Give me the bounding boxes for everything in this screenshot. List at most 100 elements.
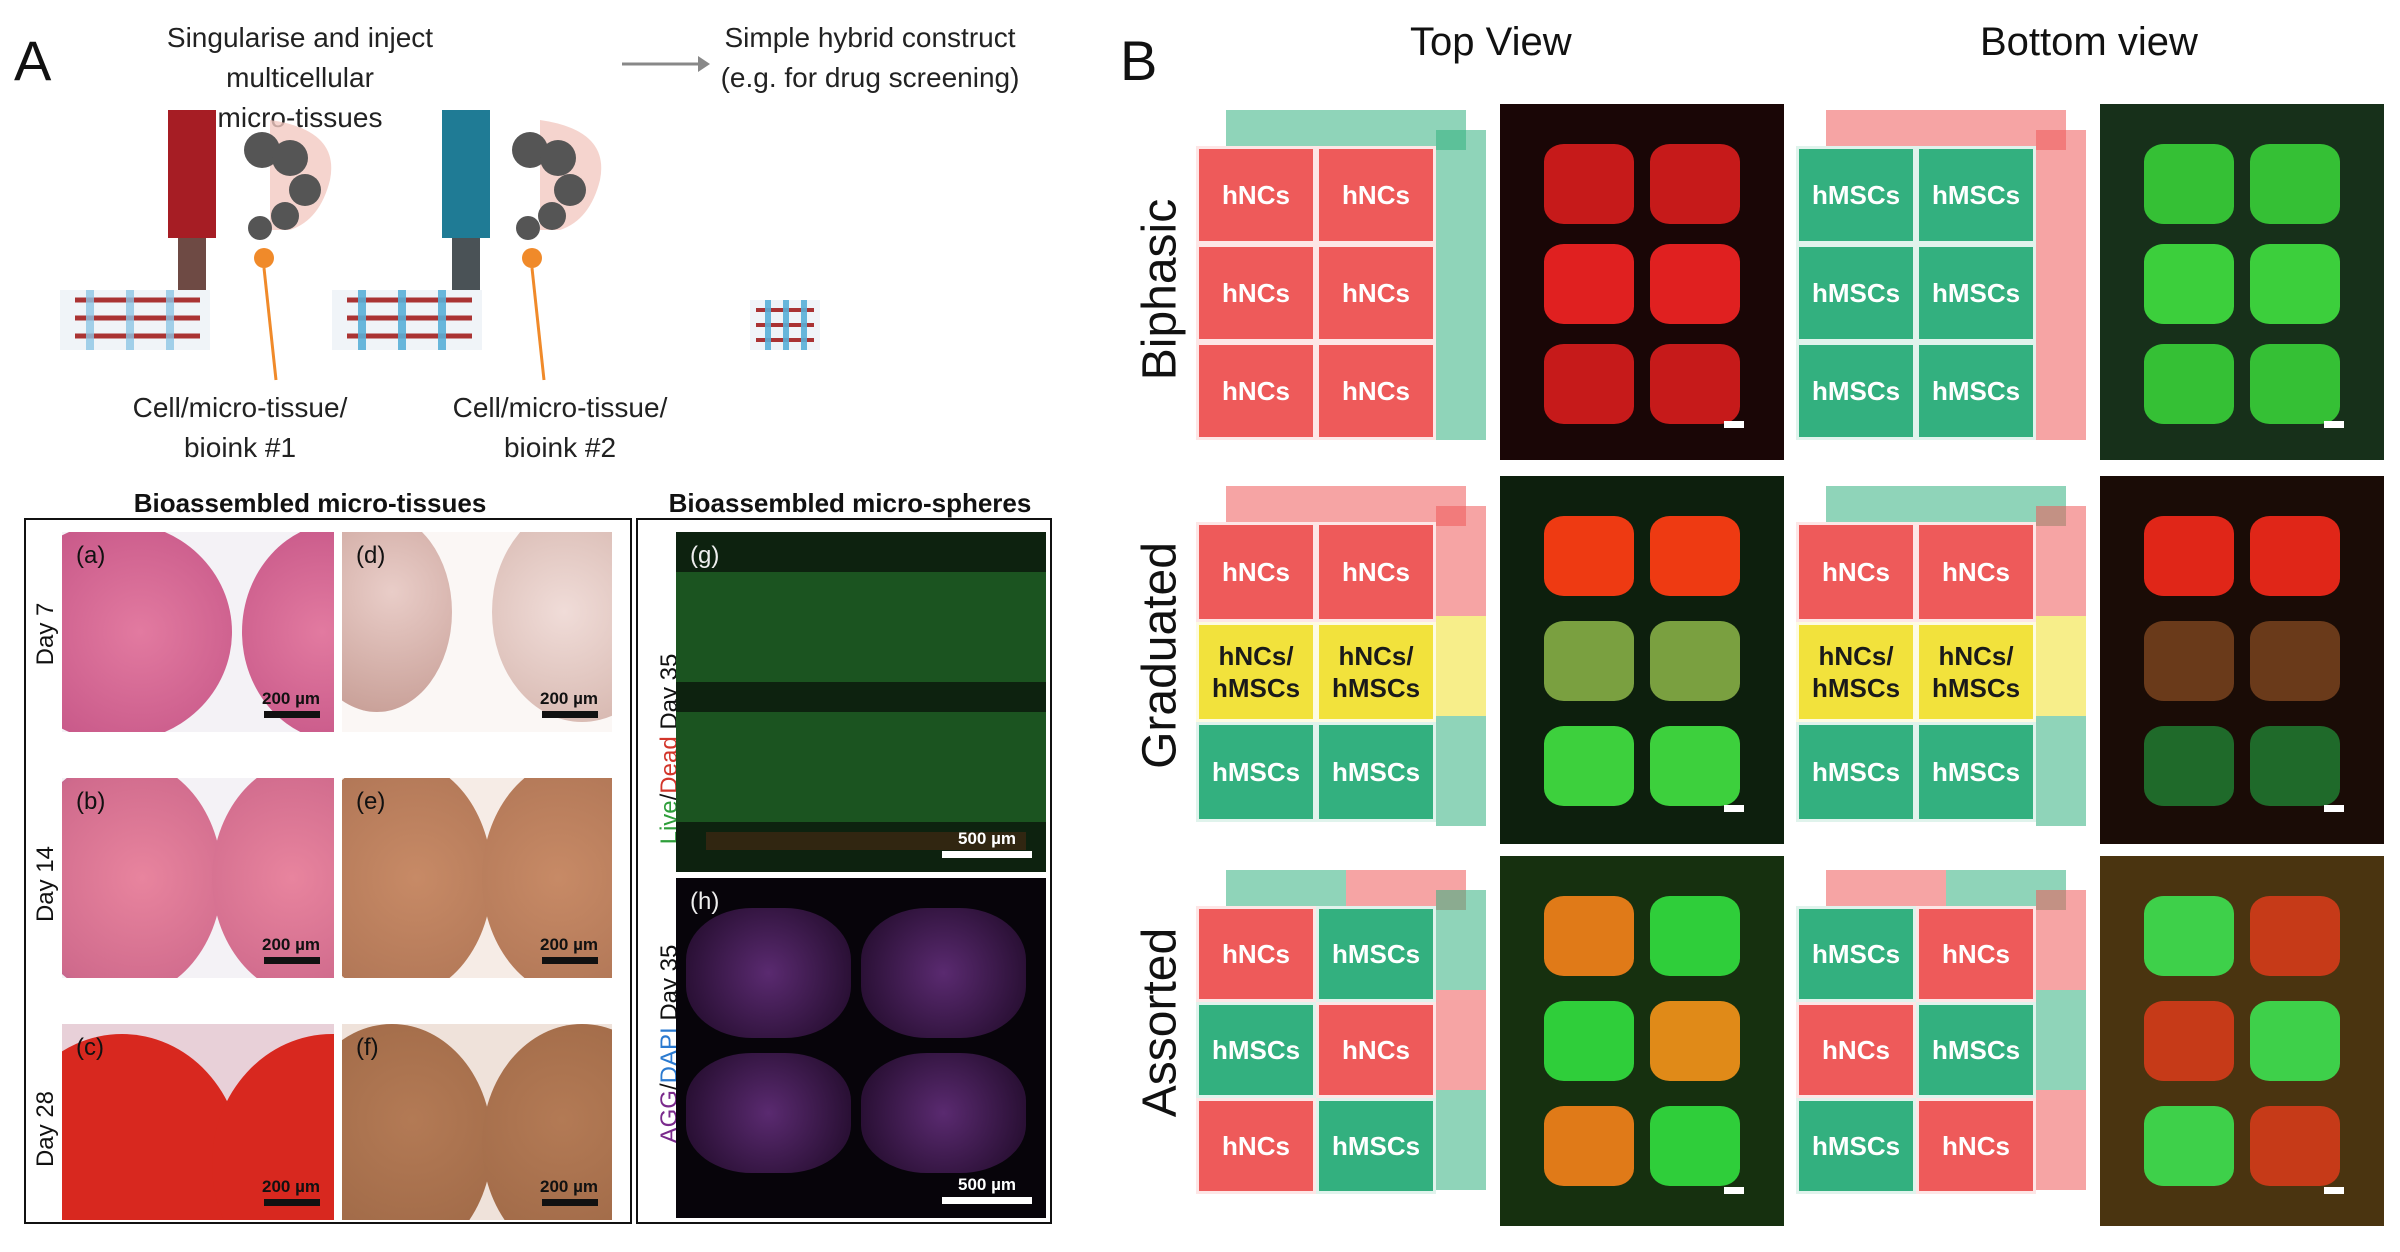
day-14-label: Day 14 bbox=[32, 845, 59, 923]
cell-bi-bot-1: hMSCs bbox=[1796, 146, 1916, 244]
cell-as-bot-3: hNCs bbox=[1796, 1002, 1916, 1098]
scale-text-a: 200 µm bbox=[262, 689, 320, 708]
cell-gr-bot-4-line1: hNCs/ bbox=[1938, 641, 2014, 671]
cell-bi-top-3: hNCs bbox=[1196, 244, 1316, 342]
hybrid-caption-line2: (e.g. for drug screening) bbox=[720, 62, 1020, 93]
assorted-bottom-image bbox=[2100, 856, 2384, 1226]
label-h: (h) bbox=[690, 888, 720, 915]
bioink2-line1: Cell/micro-tissue/ bbox=[452, 392, 668, 423]
biphasic-top-cube: hNCs hNCs hNCs hNCs hNCs hNCs bbox=[1196, 110, 1486, 460]
bioprinting-illustration bbox=[60, 110, 820, 381]
cell-gr-top-4-line1: hNCs/ bbox=[1338, 641, 1414, 671]
graduated-top-cube: hNCs hNCs hNCs/hMSCs hNCs/hMSCs hMSCs hM… bbox=[1196, 486, 1486, 856]
scale-bar-a: 200 µm bbox=[262, 689, 320, 718]
micrograph-h: (h) 500 µm bbox=[676, 878, 1046, 1218]
cell-as-bot-2: hNCs bbox=[1916, 906, 2036, 1002]
cell-as-top-6: hMSCs bbox=[1316, 1098, 1436, 1194]
cell-bi-top-1: hNCs bbox=[1196, 146, 1316, 244]
scale-bar-bi-bot bbox=[2324, 421, 2344, 428]
cell-bi-bot-6: hMSCs bbox=[1916, 342, 2036, 440]
cell-gr-top-3-line2: hMSCs bbox=[1211, 673, 1301, 703]
micro-tissues-title: Bioassembled micro-tissues bbox=[133, 488, 487, 518]
label-a: (a) bbox=[76, 542, 106, 569]
cell-bi-bot-3: hMSCs bbox=[1796, 244, 1916, 342]
panel-b-letter: B bbox=[1120, 29, 1158, 92]
cell-as-top-1: hNCs bbox=[1196, 906, 1316, 1002]
micro-spheres-title: Bioassembled micro-spheres bbox=[668, 488, 1032, 518]
scale-text-h: 500 µm bbox=[958, 1175, 1016, 1194]
day-7-label: Day 7 bbox=[32, 602, 59, 666]
row-assorted-label: Assorted bbox=[1133, 927, 1187, 1118]
inject-caption: Singularise and inject multicellular mic… bbox=[100, 18, 500, 138]
assorted-bottom-cube: hMSCs hNCs hNCs hMSCs hMSCs hNCs bbox=[1796, 870, 2086, 1216]
cell-bi-top-2: hNCs bbox=[1316, 146, 1436, 244]
hybrid-caption: Simple hybrid construct (e.g. for drug s… bbox=[700, 18, 1040, 98]
row-graduated-label: Graduated bbox=[1133, 542, 1187, 769]
label-d: (d) bbox=[356, 542, 386, 569]
cell-gr-bot-2: hNCs bbox=[1916, 522, 2036, 622]
bioink1-label: Cell/micro-tissue/ bioink #1 bbox=[100, 388, 380, 468]
scale-bar-c: 200 µm bbox=[262, 1177, 320, 1206]
cell-gr-bot-4-line2: hMSCs bbox=[1931, 673, 2021, 703]
micrograph-a: (a) 200 µm bbox=[62, 532, 334, 732]
cell-gr-top-3-line1: hNCs/ bbox=[1218, 641, 1294, 671]
micrograph-c: (c) 200 µm bbox=[62, 1024, 334, 1220]
cell-bi-top-5: hNCs bbox=[1196, 342, 1316, 440]
scale-bar-gr-top bbox=[1724, 805, 1744, 812]
cell-gr-top-5: hMSCs bbox=[1196, 722, 1316, 822]
day-28-label: Day 28 bbox=[32, 1090, 59, 1168]
scale-text-g: 500 µm bbox=[958, 829, 1016, 848]
top-view-title: Top View bbox=[1410, 20, 1572, 64]
scale-bar-e: 200 µm bbox=[540, 935, 598, 964]
scale-text-d: 200 µm bbox=[540, 689, 598, 708]
scale-text-f: 200 µm bbox=[540, 1177, 598, 1196]
label-f: (f) bbox=[356, 1034, 379, 1061]
bottom-view-title: Bottom view bbox=[1980, 20, 2198, 64]
cell-as-bot-5: hMSCs bbox=[1796, 1098, 1916, 1194]
micrograph-e: (e) 200 µm bbox=[342, 778, 612, 978]
scale-bar-b: 200 µm bbox=[262, 935, 320, 964]
cell-gr-top-4: hNCs/hMSCs bbox=[1316, 622, 1436, 722]
cell-gr-bot-1: hNCs bbox=[1796, 522, 1916, 622]
cell-as-bot-6: hNCs bbox=[1916, 1098, 2036, 1194]
micrograph-d: (d) 200 µm bbox=[342, 532, 612, 732]
scale-bar-f: 200 µm bbox=[540, 1177, 598, 1206]
cell-as-top-4: hNCs bbox=[1316, 1002, 1436, 1098]
cell-gr-bot-5: hMSCs bbox=[1796, 722, 1916, 822]
biphasic-bottom-cube: hMSCs hMSCs hMSCs hMSCs hMSCs hMSCs bbox=[1796, 110, 2086, 460]
cell-gr-bot-4: hNCs/hMSCs bbox=[1916, 622, 2036, 722]
scale-bar-bi-top bbox=[1724, 421, 1744, 428]
biphasic-top-image bbox=[1500, 104, 1784, 460]
scale-text-c: 200 µm bbox=[262, 1177, 320, 1196]
scale-text-b: 200 µm bbox=[262, 935, 320, 954]
micrograph-b: (b) 200 µm bbox=[62, 778, 334, 978]
cell-gr-top-3: hNCs/hMSCs bbox=[1196, 622, 1316, 722]
graduated-bottom-image bbox=[2100, 476, 2384, 844]
cell-as-top-2: hMSCs bbox=[1316, 906, 1436, 1002]
bioink1-line1: Cell/micro-tissue/ bbox=[132, 392, 348, 423]
scale-bar-d: 200 µm bbox=[540, 689, 598, 718]
panel-a-letter: A bbox=[14, 29, 52, 92]
inject-caption-line1: Singularise and inject multicellular bbox=[166, 22, 434, 93]
label-e: (e) bbox=[356, 788, 386, 815]
cell-gr-top-1: hNCs bbox=[1196, 522, 1316, 622]
process-arrow-icon bbox=[622, 56, 710, 72]
micro-tissues-frame bbox=[24, 518, 632, 1224]
bioink2-label: Cell/micro-tissue/ bioink #2 bbox=[420, 388, 700, 468]
label-b: (b) bbox=[76, 788, 106, 815]
cell-as-bot-1: hMSCs bbox=[1796, 906, 1916, 1002]
label-c: (c) bbox=[76, 1034, 104, 1061]
micrograph-f: (f) 200 µm bbox=[342, 1024, 612, 1220]
scale-bar-h: 500 µm bbox=[942, 1175, 1032, 1204]
graduated-top-image bbox=[1500, 476, 1784, 844]
micrograph-g: (g) 500 µm bbox=[676, 532, 1046, 872]
cell-gr-top-6: hMSCs bbox=[1316, 722, 1436, 822]
label-g: (g) bbox=[690, 542, 720, 569]
cell-gr-top-4-line2: hMSCs bbox=[1331, 673, 1421, 703]
cell-as-top-3: hMSCs bbox=[1196, 1002, 1316, 1098]
assorted-top-image bbox=[1500, 856, 1784, 1226]
cell-gr-top-2: hNCs bbox=[1316, 522, 1436, 622]
scale-bar-gr-bot bbox=[2324, 805, 2344, 812]
scale-text-e: 200 µm bbox=[540, 935, 598, 954]
cell-gr-bot-3-line1: hNCs/ bbox=[1818, 641, 1894, 671]
